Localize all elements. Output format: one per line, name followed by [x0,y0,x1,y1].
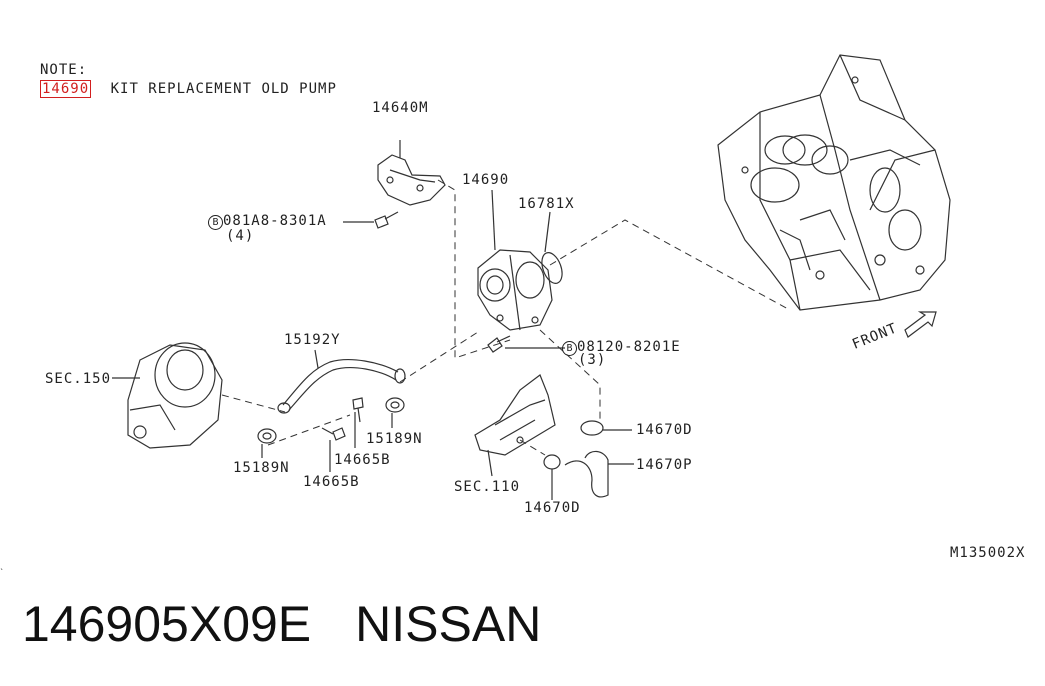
engine-block [717,54,951,311]
bolt-081A8-icon [374,211,399,229]
bolt-14665B-left-icon [321,427,346,441]
assembly-lines [221,179,791,456]
footer-title: 146905X09E NISSAN [22,594,585,654]
o-ring-16781X [541,252,563,284]
oil-pump-14690 [477,249,553,331]
label-14670D-top[interactable]: 14670D [636,422,693,438]
brand: NISSAN [355,596,542,652]
label-14670P[interactable]: 14670P [636,457,693,473]
label-14670D-bottom[interactable]: 14670D [524,500,581,516]
hose-14670P [564,450,609,498]
bolt-symbol-icon: B [208,215,223,230]
clamp-14670D-bottom [543,454,561,470]
note-heading: NOTE: [40,62,88,78]
oil-filter-sec150 [127,342,223,449]
bolt-14665B-right-icon [352,397,364,423]
label-bolt-08120-text: 08120-8201E [577,339,681,355]
label-bolt-08120-qty: (3) [578,352,607,368]
bolt-08120-icon [487,335,511,353]
label-15192Y[interactable]: 15192Y [284,332,341,348]
label-bolt-081A8-text: 081A8-8301A [223,213,327,229]
label-15189N-left[interactable]: 15189N [233,460,290,476]
note-text: KIT REPLACEMENT OLD PUMP [110,81,337,97]
gasket-15189N-left [257,428,277,444]
bracket-14640M [377,154,446,206]
label-15189N-right[interactable]: 15189N [366,431,423,447]
label-14640M[interactable]: 14640M [372,100,429,116]
label-sec110[interactable]: SEC.110 [454,479,521,495]
label-14690[interactable]: 14690 [462,172,510,188]
svg-text:`: ` [0,567,4,577]
label-sec150[interactable]: SEC.150 [45,371,112,387]
bracket-sec110 [474,374,556,456]
label-bolt-081A8-qty: (4) [226,228,255,244]
diagram-id: M135002X [950,545,1026,561]
front-arrow-icon [904,311,937,338]
note-line: 14690 KIT REPLACEMENT OLD PUMP [40,80,337,98]
tube-15192Y [277,359,406,414]
bolt-symbol-icon: B [562,341,577,356]
clamp-14670D-top [580,420,604,436]
part-number: 146905X09E [22,596,312,652]
label-16781X[interactable]: 16781X [518,196,575,212]
label-14665B-left[interactable]: 14665B [303,474,360,490]
label-14665B-right[interactable]: 14665B [334,452,391,468]
note-highlight-part[interactable]: 14690 [40,80,92,98]
gasket-15189N-right [385,397,405,413]
